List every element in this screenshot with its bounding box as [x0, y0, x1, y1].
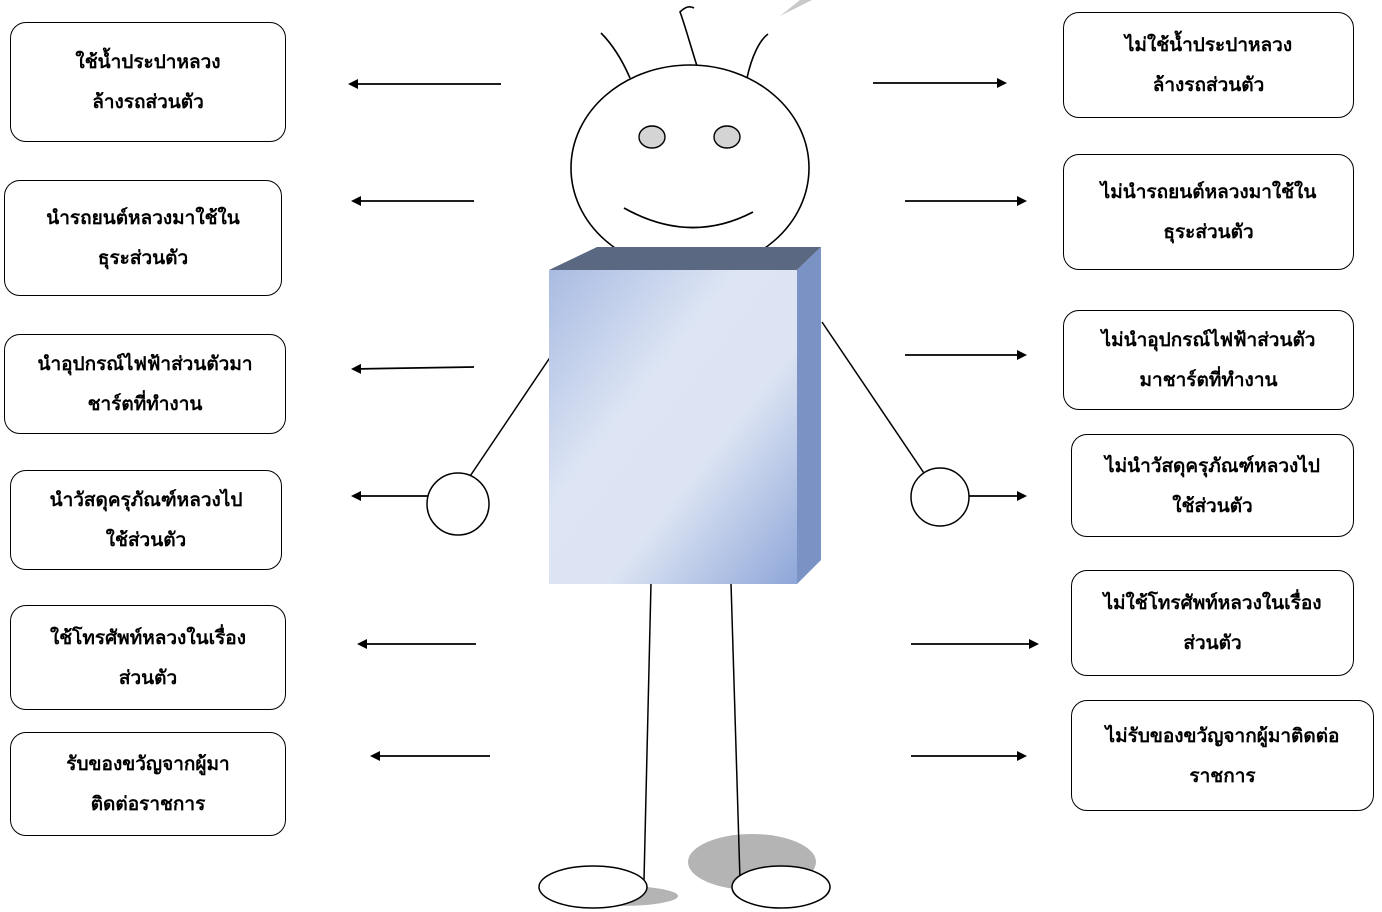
- left-box-charging: นำอุปกรณ์ไฟฟ้าส่วนตัวมา ชาร์ตที่ทำงาน: [4, 334, 286, 434]
- right-leg: [730, 582, 741, 881]
- box-line-2: ธุระส่วนตัว: [1163, 221, 1254, 243]
- box-line-2: ใช้ส่วนตัว: [105, 529, 187, 551]
- left-box-supplies: นำวัสดุครุภัณฑ์หลวงไป ใช้ส่วนตัว: [10, 470, 282, 570]
- right-hand: [910, 467, 970, 527]
- right-box-text: ไม่ใช้โทรศัพท์หลวงในเรื่อง ส่วนตัว: [1103, 583, 1321, 663]
- box-line-2: ชาร์ตที่ทำงาน: [87, 393, 203, 415]
- left-box-water: ใช้น้ำประปาหลวง ล้างรถส่วนตัว: [10, 22, 286, 142]
- right-box-text: ไม่รับของขวัญจากผู้มาติดต่อ ราชการ: [1106, 716, 1340, 796]
- right-eye: [713, 125, 741, 149]
- left-box-text: รับของขวัญจากผู้มา ติดต่อราชการ: [66, 744, 229, 824]
- box-line-1: ไม่รับของขวัญจากผู้มาติดต่อ: [1105, 724, 1340, 747]
- box-line-2: ราชการ: [1189, 764, 1256, 787]
- right-box-water: ไม่ใช้น้ำประปาหลวง ล้างรถส่วนตัว: [1063, 12, 1354, 118]
- body-front-face: [549, 270, 797, 584]
- box-line-1: ใช้น้ำประปาหลวง: [75, 51, 221, 73]
- body-side-face: [797, 247, 821, 584]
- box-line-1: ไม่ใช้โทรศัพท์หลวงในเรื่อง: [1103, 592, 1322, 614]
- box-line-2: ธุระส่วนตัว: [97, 247, 189, 269]
- box-line-1: ไม่นำวัสดุครุภัณฑ์หลวงไป: [1105, 454, 1320, 477]
- body-top-face: [549, 247, 821, 270]
- box-line-1: นำรถยนต์หลวงมาใช้ใน: [46, 207, 240, 229]
- mouth: [623, 207, 754, 229]
- left-box-text: ใช้น้ำประปาหลวง ล้างรถส่วนตัว: [75, 42, 220, 122]
- box-line-2: ใช้ส่วนตัว: [1172, 494, 1253, 517]
- left-arrows: [348, 79, 501, 761]
- hair-strands: [600, 6, 769, 79]
- right-arm: [821, 321, 931, 483]
- arrow-left-3: [351, 363, 475, 374]
- box-line-1: รับของขวัญจากผู้มา: [66, 753, 230, 775]
- box-line-2: ส่วนตัว: [118, 666, 178, 689]
- right-foot: [731, 865, 831, 909]
- left-leg: [643, 582, 652, 881]
- right-box-text: ไม่นำรถยนต์หลวงมาใช้ใน ธุระส่วนตัว: [1101, 172, 1317, 252]
- left-box-text: นำรถยนต์หลวงมาใช้ใน ธุระส่วนตัว: [46, 198, 240, 278]
- right-box-gifts: ไม่รับของขวัญจากผู้มาติดต่อ ราชการ: [1071, 700, 1374, 811]
- box-line-2: ล้างรถส่วนตัว: [1152, 74, 1265, 96]
- left-arm: [455, 355, 552, 498]
- speech-bubble-tail: [780, 0, 812, 16]
- box-line-1: ไม่นำรถยนต์หลวงมาใช้ใน: [1100, 181, 1317, 203]
- box-line-1: ไม่ใช้น้ำประปาหลวง: [1124, 34, 1293, 56]
- left-box-text: นำอุปกรณ์ไฟฟ้าส่วนตัวมา ชาร์ตที่ทำงาน: [37, 344, 252, 424]
- left-foot: [538, 865, 648, 909]
- right-box-text: ไม่นำอุปกรณ์ไฟฟ้าส่วนตัว มาชาร์ตที่ทำงาน: [1102, 320, 1316, 400]
- right-box-text: ไม่ใช้น้ำประปาหลวง ล้างรถส่วนตัว: [1125, 25, 1292, 105]
- box-line-2: ล้างรถส่วนตัว: [92, 91, 204, 113]
- box-line-1: ไม่นำอุปกรณ์ไฟฟ้าส่วนตัว: [1101, 329, 1316, 351]
- head: [570, 64, 810, 272]
- right-box-charging: ไม่นำอุปกรณ์ไฟฟ้าส่วนตัว มาชาร์ตที่ทำงาน: [1063, 310, 1354, 410]
- right-box-text: ไม่นำวัสดุครุภัณฑ์หลวงไป ใช้ส่วนตัว: [1105, 446, 1320, 526]
- box-line-1: นำวัสดุครุภัณฑ์หลวงไป: [49, 489, 243, 511]
- box-line-1: นำอุปกรณ์ไฟฟ้าส่วนตัวมา: [37, 353, 253, 375]
- right-arrows: [873, 78, 1039, 761]
- left-box-text: ใช้โทรศัพท์หลวงในเรื่อง ส่วนตัว: [50, 618, 246, 698]
- box-line-1: ใช้โทรศัพท์หลวงในเรื่อง: [50, 626, 246, 649]
- box-line-2: ส่วนตัว: [1183, 632, 1242, 654]
- right-box-supplies: ไม่นำวัสดุครุภัณฑ์หลวงไป ใช้ส่วนตัว: [1071, 434, 1354, 537]
- box-line-2: มาชาร์ตที่ทำงาน: [1139, 369, 1278, 391]
- left-box-car: นำรถยนต์หลวงมาใช้ใน ธุระส่วนตัว: [4, 180, 282, 296]
- left-hand: [426, 472, 490, 536]
- box-line-2: ติดต่อราชการ: [90, 793, 206, 815]
- left-eye: [638, 125, 666, 149]
- right-box-phone: ไม่ใช้โทรศัพท์หลวงในเรื่อง ส่วนตัว: [1071, 570, 1354, 676]
- right-box-car: ไม่นำรถยนต์หลวงมาใช้ใน ธุระส่วนตัว: [1063, 154, 1354, 270]
- left-box-gifts: รับของขวัญจากผู้มา ติดต่อราชการ: [10, 732, 286, 836]
- left-box-phone: ใช้โทรศัพท์หลวงในเรื่อง ส่วนตัว: [10, 605, 286, 710]
- left-box-text: นำวัสดุครุภัณฑ์หลวงไป ใช้ส่วนตัว: [50, 480, 243, 560]
